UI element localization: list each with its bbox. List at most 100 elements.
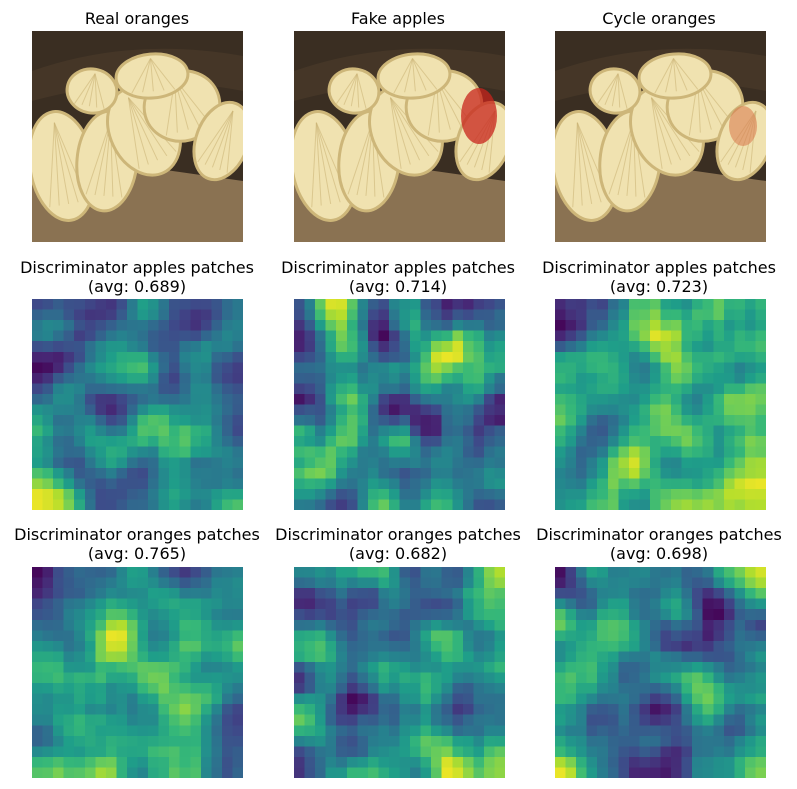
heatmap-cell xyxy=(74,577,86,589)
heatmap-cell xyxy=(304,446,316,458)
heatmap-cell xyxy=(494,746,505,758)
heatmap-cell xyxy=(294,425,306,437)
heatmap-cell xyxy=(221,767,234,778)
heatmap-cell xyxy=(597,651,609,663)
heatmap-cell xyxy=(452,746,464,758)
heatmap-cell xyxy=(681,588,693,600)
heatmap-cell xyxy=(713,383,725,395)
heatmap-cell xyxy=(744,415,757,427)
heatmap-cell xyxy=(325,425,337,437)
heatmap-cell xyxy=(473,756,485,769)
heatmap-cell xyxy=(357,640,369,652)
heatmap-cell xyxy=(221,446,234,458)
heatmap-cell xyxy=(315,767,327,778)
heatmap-cell xyxy=(232,351,243,363)
heatmap-cell xyxy=(179,478,191,490)
heatmap-cell xyxy=(692,436,704,448)
heatmap-cell xyxy=(494,693,505,705)
heatmap-cell xyxy=(126,651,139,663)
heatmap-cell xyxy=(555,567,567,579)
heatmap-cell xyxy=(692,767,704,778)
heatmap-cell xyxy=(367,704,379,716)
heatmap-cell xyxy=(639,588,651,600)
heatmap-cell xyxy=(441,725,453,737)
orange-segment-fibre xyxy=(131,58,151,94)
heatmap-cell xyxy=(294,704,306,716)
heatmap-cell xyxy=(346,299,358,311)
heatmap-cell xyxy=(452,567,464,579)
heatmap-cell xyxy=(137,351,149,363)
heatmap-cell xyxy=(441,577,453,589)
heatmap-cell xyxy=(211,446,223,458)
heatmap-cell xyxy=(200,756,212,769)
heatmap-cell xyxy=(32,362,44,374)
heatmap-cell xyxy=(723,351,735,363)
heatmap-cell xyxy=(597,362,609,374)
heatmap-cell xyxy=(95,467,107,479)
heatmap-cell xyxy=(681,320,693,332)
heatmap-cell xyxy=(452,330,464,342)
heatmap-cell xyxy=(388,330,401,342)
heatmap-cell xyxy=(126,630,139,642)
heatmap-cell xyxy=(169,630,181,642)
heatmap-cell xyxy=(431,714,443,726)
heatmap-cell xyxy=(42,330,54,342)
heatmap-cell xyxy=(105,341,117,353)
heatmap-cell xyxy=(148,756,160,769)
heatmap-cell xyxy=(179,446,191,458)
heatmap-cell xyxy=(336,309,348,321)
heatmap-cell xyxy=(357,588,369,600)
heatmap-cell xyxy=(628,609,640,621)
heatmap-cell xyxy=(555,393,567,406)
heatmap-cell xyxy=(105,767,117,778)
heatmap-cell xyxy=(211,630,223,642)
heatmap-cell xyxy=(607,714,619,726)
heatmap-cell xyxy=(452,425,464,437)
heatmap-cell xyxy=(399,746,411,758)
heatmap-cell xyxy=(473,672,485,684)
heatmap-cell xyxy=(315,735,327,747)
heatmap-cell xyxy=(84,661,96,674)
heatmap-cell xyxy=(42,299,54,311)
heatmap-cell xyxy=(84,609,96,621)
heatmap-cell xyxy=(336,446,348,458)
heatmap-cell xyxy=(95,651,107,663)
heatmap-cell xyxy=(607,683,619,695)
heatmap-cell xyxy=(452,488,464,501)
heatmap-cell xyxy=(232,425,243,437)
heatmap-cell xyxy=(315,609,327,621)
heatmap-cell xyxy=(84,383,96,395)
heatmap-cell xyxy=(586,746,598,758)
heatmap-cell xyxy=(494,567,505,579)
heatmap-cell xyxy=(473,499,485,510)
heatmap-cell xyxy=(346,704,358,716)
heatmap-cell xyxy=(628,746,640,758)
heatmap-cell xyxy=(494,672,505,684)
heatmap-cell xyxy=(294,640,306,652)
heatmap-cell xyxy=(576,404,588,416)
panel-title: Discriminator apples patches xyxy=(542,258,776,277)
heatmap-cell xyxy=(53,320,65,332)
heatmap-cell xyxy=(597,746,609,758)
heatmap-cell xyxy=(555,488,567,501)
heatmap-cell xyxy=(713,309,725,321)
heatmap-cell xyxy=(388,320,401,332)
heatmap-cell xyxy=(597,630,609,642)
heatmap-cell xyxy=(462,577,474,589)
heatmap-cell xyxy=(744,704,757,716)
heatmap-cell xyxy=(84,598,96,610)
heatmap-cell xyxy=(116,567,128,579)
heatmap-cell xyxy=(367,693,379,705)
heatmap-cell xyxy=(473,725,485,737)
heatmap-cell xyxy=(555,683,567,695)
heatmap-cell xyxy=(713,577,725,589)
heatmap-cell xyxy=(221,661,234,674)
heatmap-cell xyxy=(576,598,588,610)
heatmap-cell xyxy=(105,567,117,579)
heatmap-cell xyxy=(211,299,223,311)
heatmap-cell xyxy=(723,341,735,353)
heatmap-cell xyxy=(494,651,505,663)
heatmap-cell xyxy=(744,651,757,663)
heatmap-cell xyxy=(179,362,191,374)
orange-segment-fibre xyxy=(142,58,151,93)
